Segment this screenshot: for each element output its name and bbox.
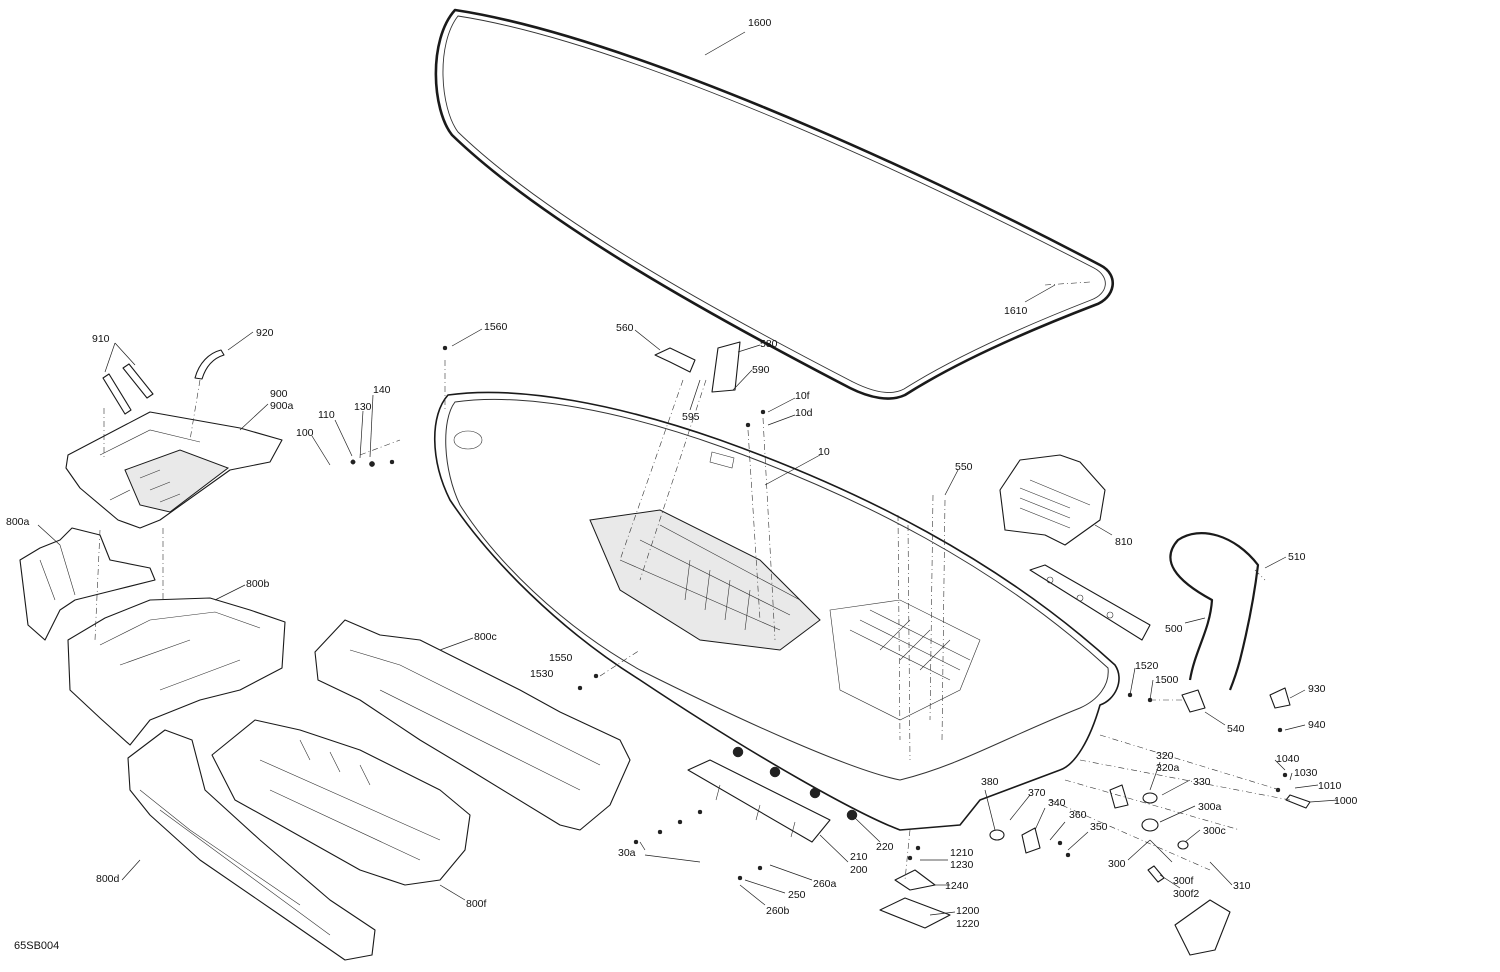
handle-920[interactable] bbox=[194, 349, 225, 380]
grommet-380[interactable] bbox=[989, 829, 1005, 841]
callout-10f: 10f bbox=[795, 390, 810, 402]
foam-tray-800b[interactable] bbox=[67, 597, 286, 746]
fastener-group bbox=[350, 345, 1288, 881]
callout-1040: 1040 bbox=[1276, 753, 1300, 765]
callout-140: 140 bbox=[373, 384, 391, 396]
callout-130: 130 bbox=[354, 401, 372, 413]
callout-1550: 1550 bbox=[549, 652, 573, 664]
callout-1200: 1200 bbox=[956, 905, 980, 917]
callout-360: 360 bbox=[1069, 809, 1087, 821]
callout-1500: 1500 bbox=[1155, 674, 1179, 686]
callout-1230: 1230 bbox=[950, 859, 974, 871]
plate-580[interactable] bbox=[711, 341, 741, 393]
foam-mid-800f[interactable] bbox=[211, 719, 471, 886]
callout-800b: 800b bbox=[246, 578, 270, 590]
callout-200: 200 bbox=[850, 864, 868, 876]
callout-910: 910 bbox=[92, 333, 110, 345]
callout-260a: 260a bbox=[813, 878, 837, 890]
callout-920: 920 bbox=[256, 327, 274, 339]
callout-1030: 1030 bbox=[1294, 767, 1318, 779]
callout-10: 10 bbox=[818, 446, 830, 458]
callout-500: 500 bbox=[1165, 623, 1183, 635]
callout-320a: 320a bbox=[1156, 762, 1180, 774]
callout-800f: 800f bbox=[466, 898, 487, 910]
callout-310: 310 bbox=[1233, 880, 1251, 892]
drain-plug-300[interactable] bbox=[1141, 818, 1189, 850]
callout-800d: 800d bbox=[96, 873, 120, 885]
callout-1530: 1530 bbox=[530, 668, 554, 680]
latch-930[interactable] bbox=[1269, 687, 1291, 709]
callout-30a: 30a bbox=[618, 847, 636, 859]
callout-330: 330 bbox=[1193, 776, 1211, 788]
callout-900a: 900a bbox=[270, 400, 294, 412]
hull-seal-1600[interactable] bbox=[434, 8, 1115, 400]
foam-block-800a[interactable] bbox=[19, 527, 156, 641]
callout-1220: 1220 bbox=[956, 918, 980, 930]
pad-1200[interactable] bbox=[879, 897, 951, 929]
callout-1000: 1000 bbox=[1334, 795, 1358, 807]
callout-10d: 10d bbox=[795, 407, 813, 419]
callout-340: 340 bbox=[1048, 797, 1066, 809]
callout-220: 220 bbox=[876, 841, 894, 853]
clip-300f[interactable] bbox=[1147, 865, 1165, 883]
callout-595: 595 bbox=[682, 411, 700, 423]
callout-590: 590 bbox=[752, 364, 770, 376]
callout-1600: 1600 bbox=[748, 17, 772, 29]
callout-560: 560 bbox=[616, 322, 634, 334]
callout-800c: 800c bbox=[474, 631, 497, 643]
diagram-reference-code: 65SB004 bbox=[14, 940, 59, 952]
side-panel-right[interactable] bbox=[1029, 564, 1151, 641]
callout-100: 100 bbox=[296, 427, 314, 439]
callout-930: 930 bbox=[1308, 683, 1326, 695]
foam-cradle-810[interactable] bbox=[999, 454, 1106, 546]
bracket-560[interactable] bbox=[654, 347, 696, 373]
callout-1520: 1520 bbox=[1135, 660, 1159, 672]
callout-350: 350 bbox=[1090, 821, 1108, 833]
callout-810: 810 bbox=[1115, 536, 1133, 548]
clip-320[interactable] bbox=[1109, 784, 1129, 809]
callout-1240: 1240 bbox=[945, 880, 969, 892]
alignment-lines bbox=[94, 281, 1291, 881]
callout-210: 210 bbox=[850, 851, 868, 863]
sponson-210[interactable] bbox=[687, 759, 831, 843]
callout-580: 580 bbox=[760, 338, 778, 350]
callout-380: 380 bbox=[981, 776, 999, 788]
callout-370: 370 bbox=[1028, 787, 1046, 799]
bracket-1240[interactable] bbox=[894, 869, 936, 891]
callout-550: 550 bbox=[955, 461, 973, 473]
callout-510: 510 bbox=[1288, 551, 1306, 563]
vent-tube-500[interactable] bbox=[1169, 532, 1260, 691]
foam-front-800d[interactable] bbox=[127, 729, 376, 961]
callout-300a: 300a bbox=[1198, 801, 1222, 813]
latch-540[interactable] bbox=[1181, 689, 1206, 713]
callout-1560: 1560 bbox=[484, 321, 508, 333]
callout-1010: 1010 bbox=[1318, 780, 1342, 792]
callout-260b: 260b bbox=[766, 905, 790, 917]
callout-300: 300 bbox=[1108, 858, 1126, 870]
callout-300c: 300c bbox=[1203, 825, 1226, 837]
strap-910[interactable] bbox=[102, 363, 154, 415]
pin-1000[interactable] bbox=[1285, 794, 1311, 809]
clip-340[interactable] bbox=[1021, 827, 1041, 854]
callout-300f: 300f bbox=[1173, 875, 1194, 887]
callout-900: 900 bbox=[270, 388, 288, 400]
bracket-310[interactable] bbox=[1174, 899, 1231, 956]
hull-10[interactable] bbox=[433, 391, 1120, 831]
callout-540: 540 bbox=[1227, 723, 1245, 735]
leader-lines bbox=[37, 31, 1339, 916]
rear-tray-900[interactable] bbox=[65, 411, 283, 529]
grommet-330[interactable] bbox=[1142, 792, 1158, 804]
callout-800a: 800a bbox=[6, 516, 30, 528]
callout-940: 940 bbox=[1308, 719, 1326, 731]
callout-320: 320 bbox=[1156, 750, 1174, 762]
callout-300f2: 300f2 bbox=[1173, 888, 1199, 900]
callout-110: 110 bbox=[318, 409, 335, 421]
callout-labels: 1600 1610 910 920 900 900a 140 130 110 1… bbox=[6, 17, 1358, 952]
callout-250: 250 bbox=[788, 889, 806, 901]
callout-1610: 1610 bbox=[1004, 305, 1028, 317]
foam-long-800c[interactable] bbox=[314, 619, 631, 831]
callout-1210: 1210 bbox=[950, 847, 974, 859]
